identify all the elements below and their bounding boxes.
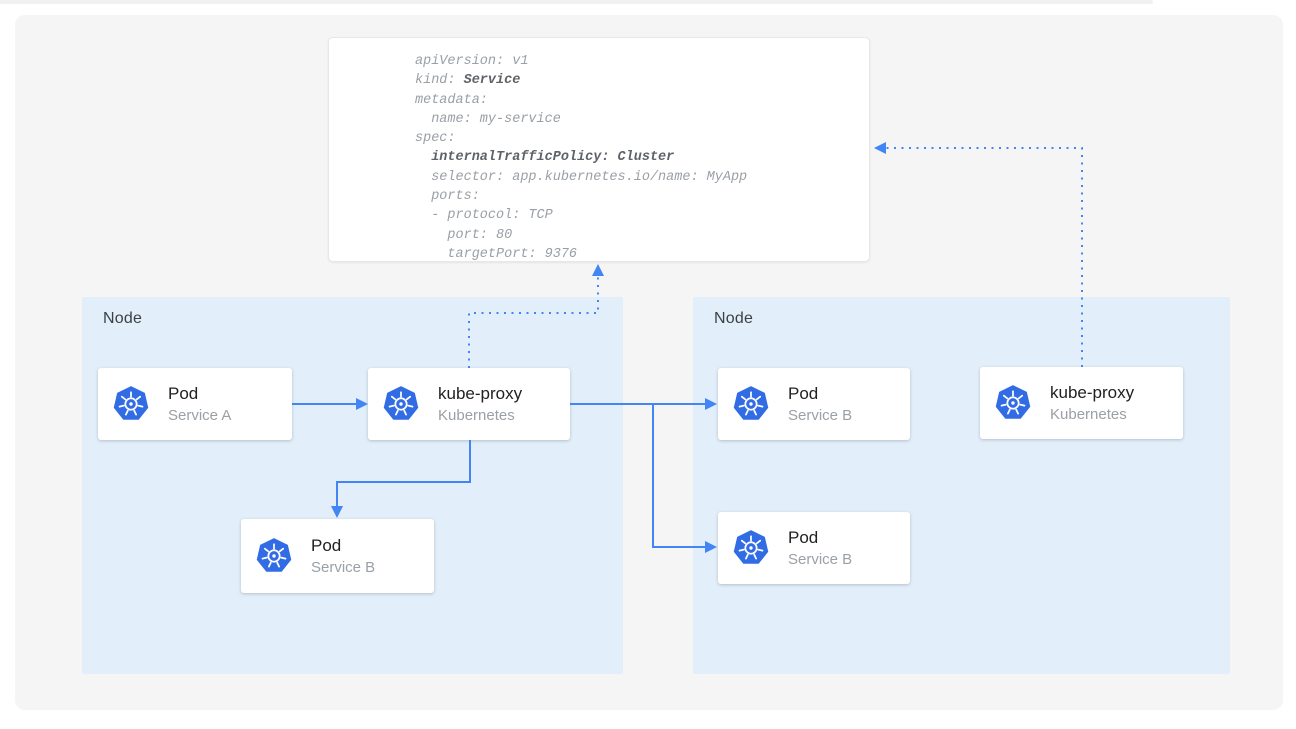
node-label: Node xyxy=(103,310,143,327)
node-right: Node xyxy=(693,297,1230,674)
card-subtitle: Service B xyxy=(788,551,853,568)
card-subtitle: Kubernetes xyxy=(438,407,515,424)
node-left: Node xyxy=(82,297,623,674)
top-divider xyxy=(0,0,1153,4)
kubernetes-icon xyxy=(382,385,420,423)
card-subtitle: Service B xyxy=(311,559,376,576)
card-title: Pod xyxy=(788,528,819,547)
card-title: kube-proxy xyxy=(1050,383,1135,402)
card-pod-service-b-right-top: Pod Service B xyxy=(718,368,910,440)
card-subtitle: Kubernetes xyxy=(1050,406,1127,423)
card-title: Pod xyxy=(788,384,819,403)
card-title: Pod xyxy=(168,384,199,403)
card-pod-service-b-left: Pod Service B xyxy=(241,519,434,593)
card-subtitle: Service B xyxy=(788,407,853,424)
node-label: Node xyxy=(714,310,754,327)
card-title: kube-proxy xyxy=(438,384,523,403)
kubernetes-icon xyxy=(732,529,770,567)
card-kube-proxy-left: kube-proxy Kubernetes xyxy=(368,368,570,440)
card-pod-service-a: Pod Service A xyxy=(98,368,292,440)
card-pod-service-b-right-bottom: Pod Service B xyxy=(718,512,910,584)
card-title: Pod xyxy=(311,536,342,555)
kubernetes-icon xyxy=(255,537,293,575)
card-kube-proxy-right: kube-proxy Kubernetes xyxy=(980,367,1183,439)
card-subtitle: Service A xyxy=(168,407,232,424)
kubernetes-icon xyxy=(112,385,150,423)
kubernetes-icon xyxy=(994,384,1032,422)
kubernetes-icon xyxy=(732,385,770,423)
